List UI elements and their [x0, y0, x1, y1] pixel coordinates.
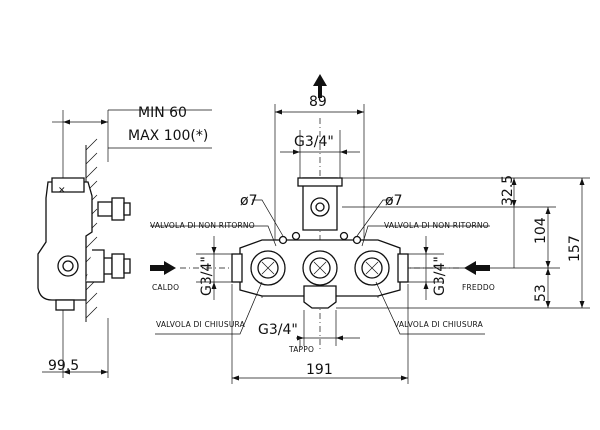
mid-height-label: 104	[533, 217, 549, 244]
svg-text:✕: ✕	[58, 186, 66, 196]
hole-right-label: ø7	[385, 193, 402, 209]
overall-width-label: 191	[306, 362, 333, 378]
max-clearance-label: MAX 100(*)	[128, 128, 208, 144]
top-width-label: 89	[309, 94, 327, 110]
front-view	[150, 74, 590, 384]
min-clearance-label: MIN 60	[138, 105, 187, 121]
stop-valve-left-label: VALVOLA DI CHIUSURA	[156, 320, 246, 329]
stop-valve-right-label: VALVOLA DI CHIUSURA	[394, 320, 484, 329]
hot-inlet-label: CALDO	[152, 283, 179, 292]
right-thread-label: G3/4"	[432, 256, 448, 296]
plug-label: TAPPO	[288, 345, 314, 354]
side-depth-label: 99.5	[48, 358, 79, 374]
check-valve-right-label: VALVOLA DI NON RITORNO	[384, 221, 489, 230]
cold-inlet-label: FREDDO	[462, 283, 495, 292]
total-height-label: 157	[567, 235, 583, 262]
check-valve-left-label: VALVOLA DI NON RITORNO	[150, 221, 255, 230]
side-view: ✕	[37, 109, 212, 378]
left-thread-label: G3/4"	[199, 256, 215, 296]
bottom-thread-label: G3/4"	[258, 322, 298, 338]
lower-height-label: 53	[533, 284, 549, 302]
top-thread-label: G3/4"	[294, 134, 334, 150]
upper-height-label: 32.5	[500, 175, 516, 206]
hole-left-label: ø7	[240, 193, 257, 209]
